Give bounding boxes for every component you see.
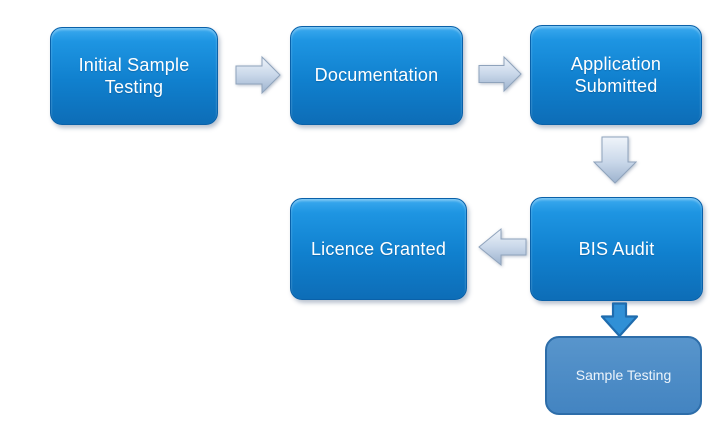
node-application-submitted: Application Submitted [530,25,702,125]
arrow-down-icon [593,136,637,184]
arrow-down-blue-icon [600,302,639,338]
node-initial-sample-testing: Initial Sample Testing [50,27,218,125]
node-label: Application Submitted [570,53,662,97]
node-bis-audit: BIS Audit [530,197,703,301]
node-label: Licence Granted [310,238,447,259]
arrow-left-icon [478,227,527,267]
arrow-right-icon [235,55,281,95]
node-documentation: Documentation [290,26,463,125]
node-licence-granted: Licence Granted [290,198,467,300]
node-label: Sample Testing [575,366,672,383]
node-label: BIS Audit [578,238,655,259]
node-label: Documentation [314,65,439,86]
node-label: Initial Sample Testing [78,54,190,98]
node-sample-testing: Sample Testing [545,336,702,415]
arrow-right-icon [478,55,522,93]
